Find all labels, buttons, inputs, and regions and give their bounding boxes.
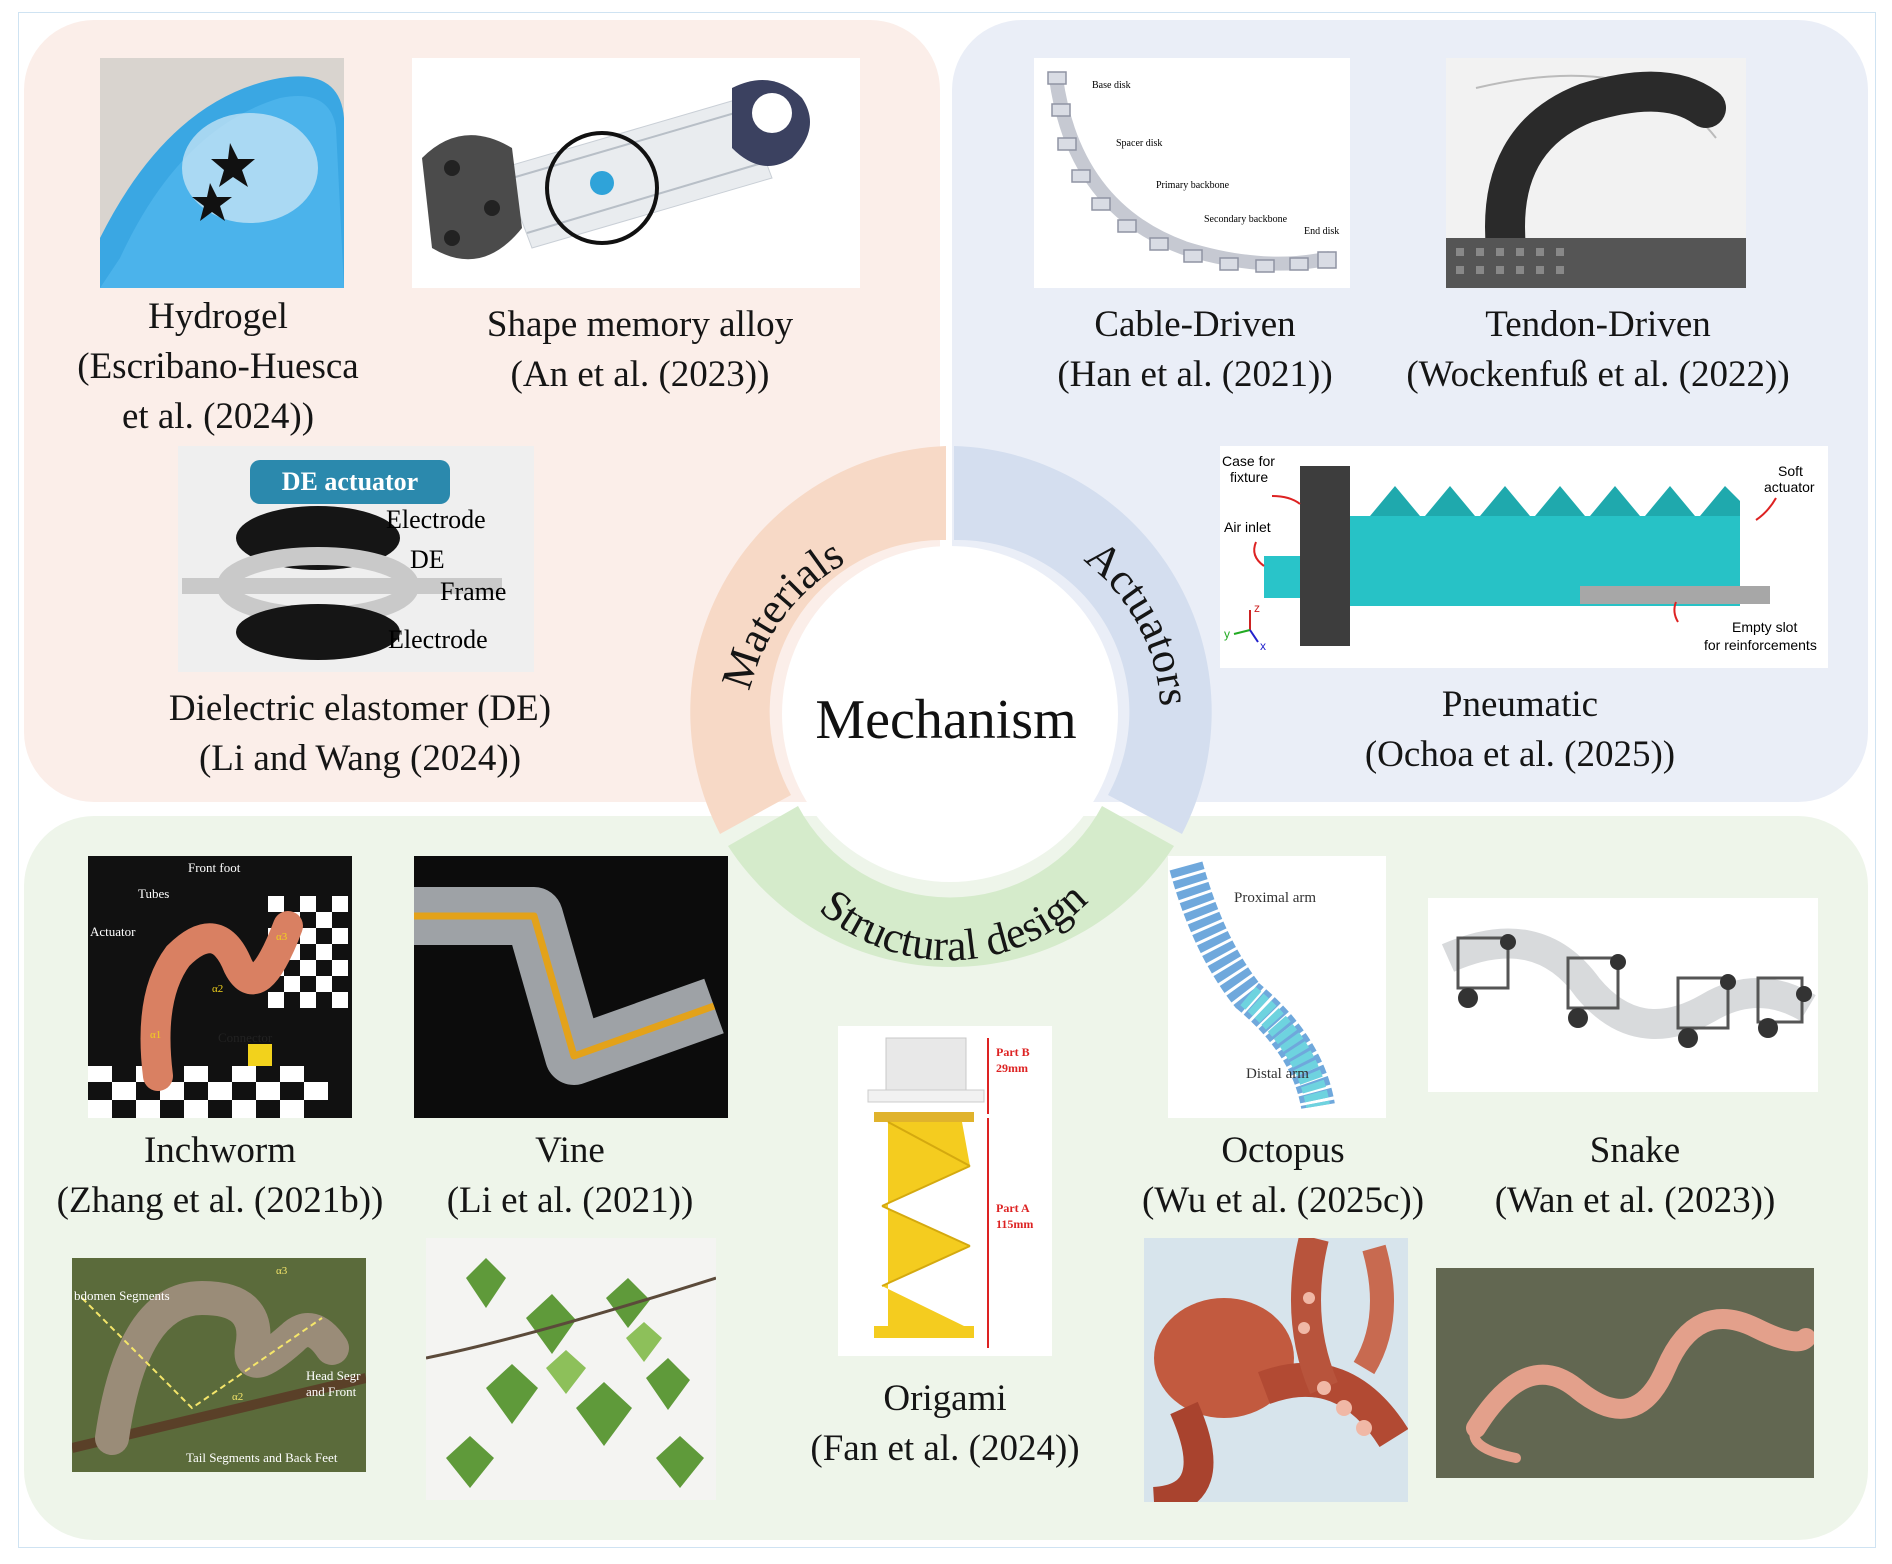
origami-caption: Origami (Fan et al. (2024)) [810,1378,1080,1469]
pneu-label-slot1: Empty slot [1732,619,1797,635]
octopus-photo [1144,1238,1408,1502]
origami-image: Part B 29mm Part A 115mm [838,1026,1052,1356]
inchworm-label-tubes: Tubes [138,886,169,901]
de-label-frame: Frame [440,577,506,606]
pneu-label-case2: fixture [1230,469,1268,485]
cable-label-base: Base disk [1092,80,1131,91]
octopus-label-proximal: Proximal arm [1234,890,1316,906]
center-title: Mechanism [815,689,1077,751]
ring-sector-structural [728,806,1174,967]
inchworm-photo-label-abdomen: bdomen Segments [74,1288,170,1303]
ring-sector-materials [690,446,946,834]
vine-caption: Vine (Li et al. (2021)) [446,1130,694,1221]
vine-robot-image [414,856,728,1118]
tendon-driven-image [1446,58,1746,288]
de-header-label: DE actuator [282,467,418,496]
inchworm-caption: Inchworm (Zhang et al. (2021b)) [56,1130,384,1221]
de-header-box [250,460,450,504]
sma-image [412,58,860,288]
pneu-axis-x: x [1260,639,1266,653]
pneu-axis-y: y [1224,627,1230,641]
inchworm-label-actuator: Actuator [90,924,136,939]
origami-label-partb: Part B [996,1045,1030,1059]
hydrogel-image [100,58,344,288]
de-actuator-diagram: DE actuator Electrode DE Frame Electrode [178,446,534,672]
inchworm-label-a3: α3 [276,931,288,943]
de-caption: Dielectric elastomer (DE) (Li and Wang (… [168,688,552,779]
pneu-label-slot2: for reinforcements [1704,637,1817,653]
inchworm-photo-label-tail: Tail Segments and Back Feet [186,1450,338,1465]
inchworm-label-front: Front foot [188,860,241,875]
figure-frame [18,12,1876,1548]
octopus-caption: Octopus (Wu et al. (2025c)) [1141,1130,1425,1221]
cable-label-spacer: Spacer disk [1116,138,1162,149]
inchworm-label-connector: Connector [218,1030,273,1045]
octopus-arm-diagram: Proximal arm Distal arm [1168,856,1386,1118]
pneu-label-soft2: actuator [1764,479,1815,495]
center-disc [782,546,1118,882]
inchworm-label-a1: α1 [150,1029,161,1041]
origami-label-partb-len: 29mm [996,1061,1028,1075]
inchworm-photo-label-a3: α3 [276,1265,288,1277]
inchworm-robot-image: Front foot Tubes Actuator Connector α1 α… [88,856,352,1118]
inchworm-photo-label-head2: and Front [306,1384,357,1399]
cable-label-end: End disk [1304,226,1339,237]
tendon-driven-caption: Tendon-Driven (Wockenfuß et al. (2022)) [1406,304,1790,395]
origami-label-parta: Part A [996,1201,1030,1215]
inchworm-label-a2: α2 [212,983,223,995]
snake-caption: Snake (Wan et al. (2023)) [1494,1130,1776,1221]
de-label-de: DE [410,545,445,574]
inchworm-photo-label-a2: α2 [232,1391,243,1403]
pneumatic-caption: Pneumatic (Ochoa et al. (2025)) [1364,684,1676,775]
pneu-label-air: Air inlet [1224,519,1271,535]
cable-label-primary: Primary backbone [1156,180,1230,191]
pneu-label-case1: Case for [1222,453,1275,469]
inchworm-photo-label-head1: Head Segr [306,1368,361,1383]
pneumatic-diagram: Case for fixture Air inlet Soft actuator… [1220,446,1828,668]
ring-sector-actuators [954,446,1212,834]
cable-label-secondary: Secondary backbone [1204,214,1288,225]
de-label-electrode-bottom: Electrode [388,625,488,654]
snake-robot-image [1428,898,1818,1092]
vine-photo [426,1238,716,1500]
pneu-label-soft1: Soft [1778,463,1803,479]
origami-label-parta-len: 115mm [996,1217,1033,1231]
hydrogel-caption: Hydrogel (Escribano-Huesca et al. (2024)… [77,296,359,437]
octopus-label-distal: Distal arm [1246,1066,1309,1082]
de-label-electrode-top: Electrode [386,505,486,534]
inchworm-photo: bdomen Segments Head Segr and Front Tail… [72,1258,366,1472]
sma-caption: Shape memory alloy (An et al. (2023)) [486,304,794,395]
snake-photo [1436,1268,1814,1478]
cable-driven-diagram: Base disk Spacer disk Primary backbone S… [1034,58,1350,288]
cable-driven-caption: Cable-Driven (Han et al. (2021)) [1057,304,1333,395]
pneu-axis-z: z [1254,601,1260,615]
